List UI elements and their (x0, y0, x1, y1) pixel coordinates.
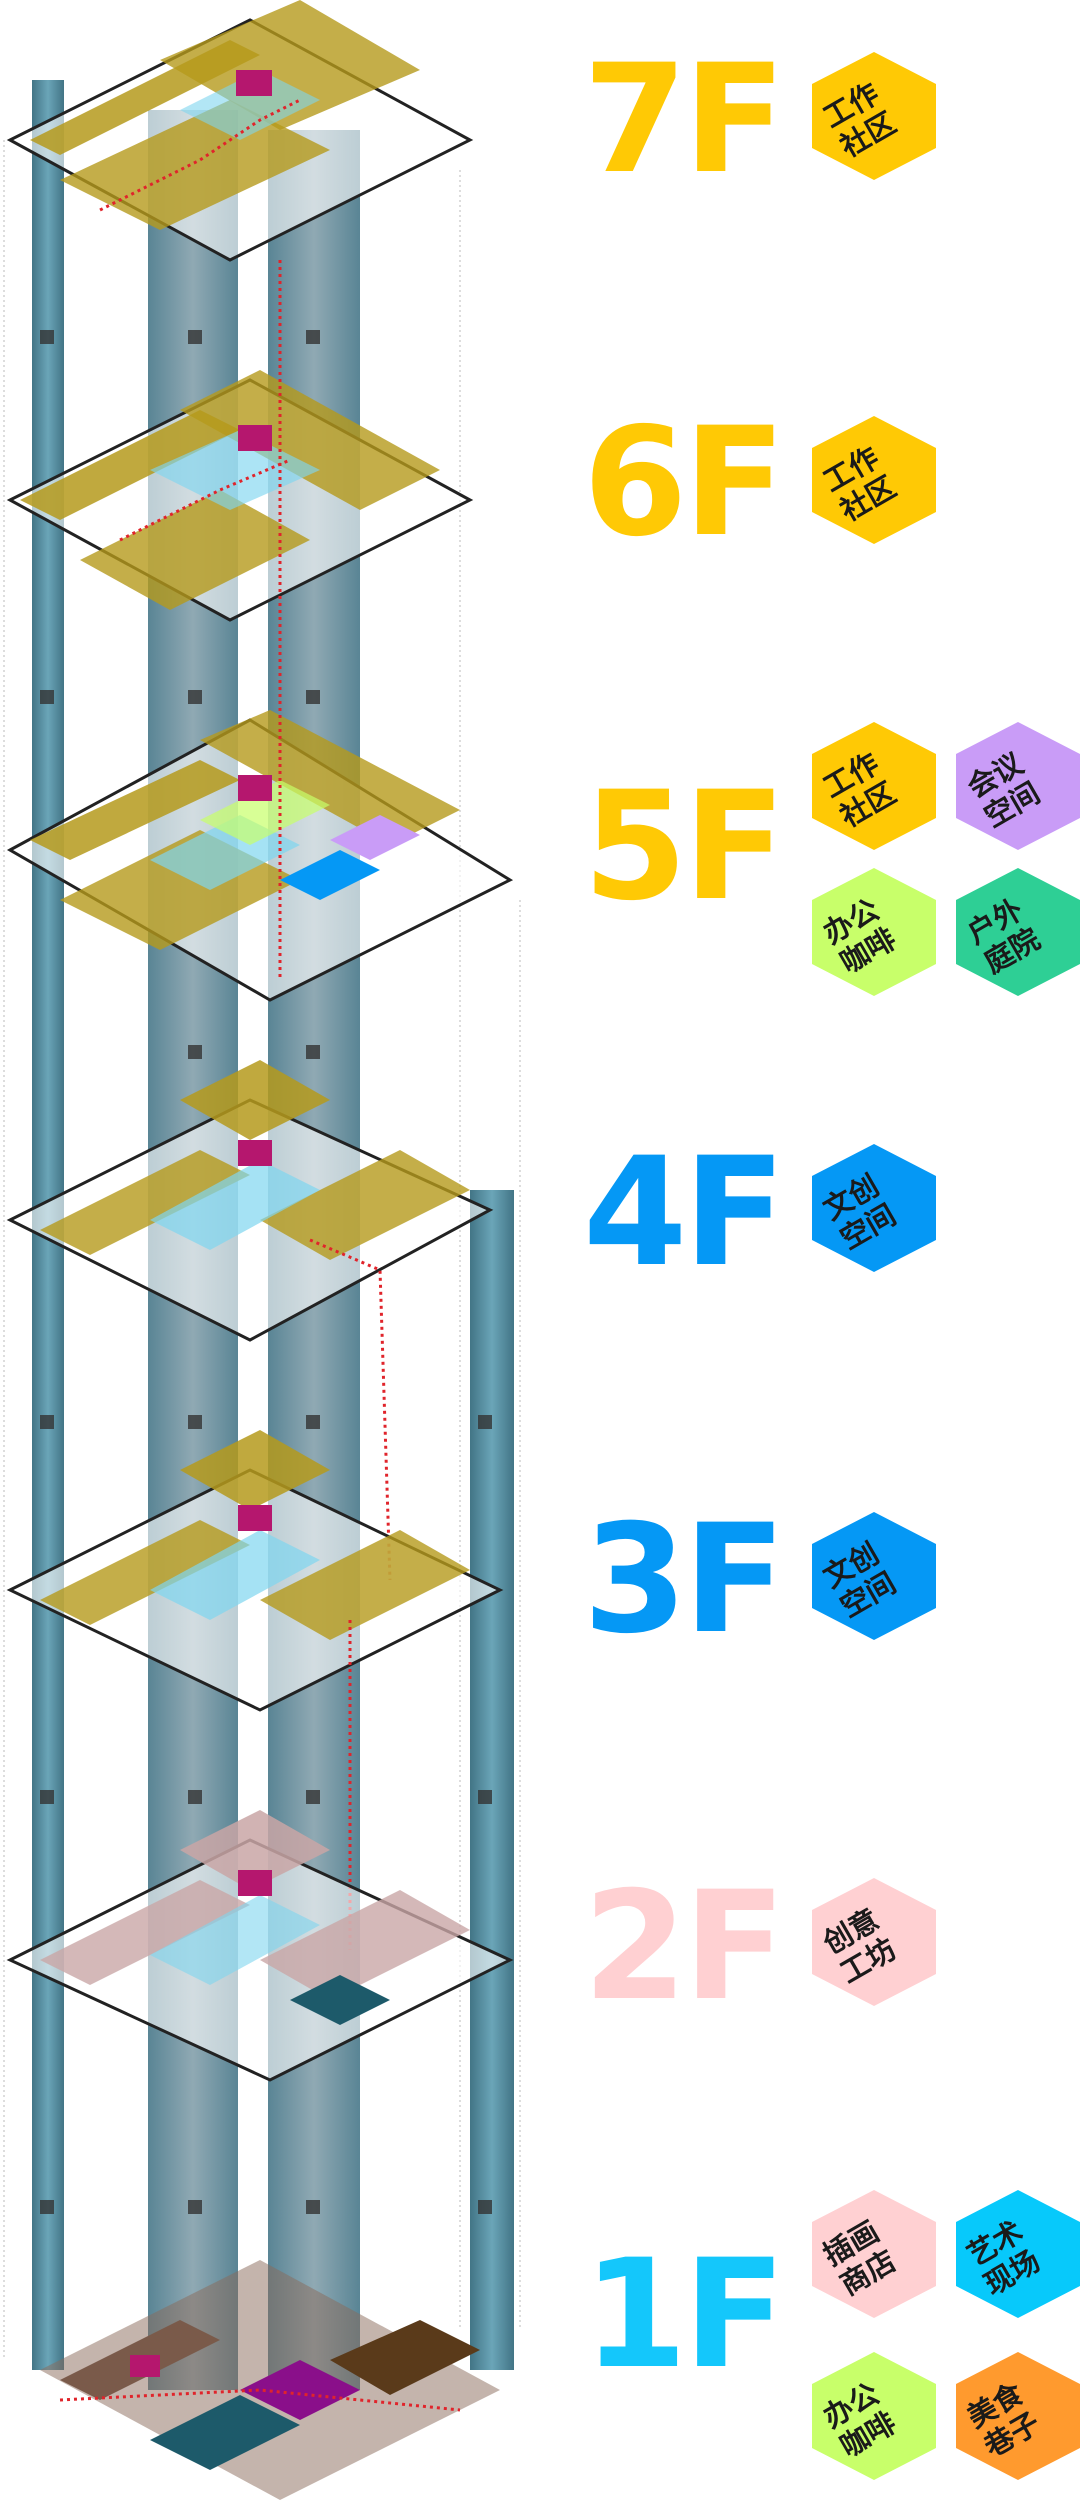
floor-plate-7f (6, 0, 474, 262)
function-tag-4f-cultural-space: 文创空间 (812, 1144, 936, 1272)
floor-label-2f: 2F (583, 1860, 786, 2034)
function-tag-5f-meeting-space: 会议空间 (956, 722, 1080, 850)
function-tag-1f-art-live: 艺术现场 (956, 2190, 1080, 2318)
floor-label-7f: 7F (583, 33, 786, 207)
function-tag-7f-work-community: 工作社区 (812, 52, 936, 180)
floor-label-4f: 4F (583, 1126, 786, 1300)
floor-plate-3f (6, 1430, 504, 1950)
floor-plate-5f (6, 260, 514, 1002)
column-markers (40, 330, 492, 2214)
floor-label-3f: 3F (583, 1493, 786, 1667)
function-tag-1f-food-alley: 美食巷子 (956, 2352, 1080, 2480)
floor-plate-6f (6, 370, 474, 622)
floor-plate-1f (40, 2260, 500, 2500)
function-tag-5f-outdoor-courtyard: 户外庭院 (956, 868, 1080, 996)
function-tag-1f-illustration-shop: 插画商店 (812, 2190, 936, 2318)
floor-plate-2f (6, 1810, 514, 2082)
column-right (470, 1190, 514, 2370)
floor-plate-4f (6, 1060, 494, 1581)
floor-label-5f: 5F (583, 760, 786, 934)
exploded-axonometric-diagram (3, 0, 521, 2500)
function-tag-2f-creative-workshop: 创意工坊 (812, 1878, 936, 2006)
function-tag-5f-office-cafe: 办公咖啡 (812, 868, 936, 996)
floor-label-6f: 6F (583, 396, 786, 570)
function-tag-1f-office-cafe: 办公咖啡 (812, 2352, 936, 2480)
function-tag-3f-cultural-space: 文创空间 (812, 1512, 936, 1640)
floor-label-1f: 1F (583, 2228, 786, 2402)
function-tag-6f-work-community: 工作社区 (812, 416, 936, 544)
function-tag-5f-work-community: 工作社区 (812, 722, 936, 850)
